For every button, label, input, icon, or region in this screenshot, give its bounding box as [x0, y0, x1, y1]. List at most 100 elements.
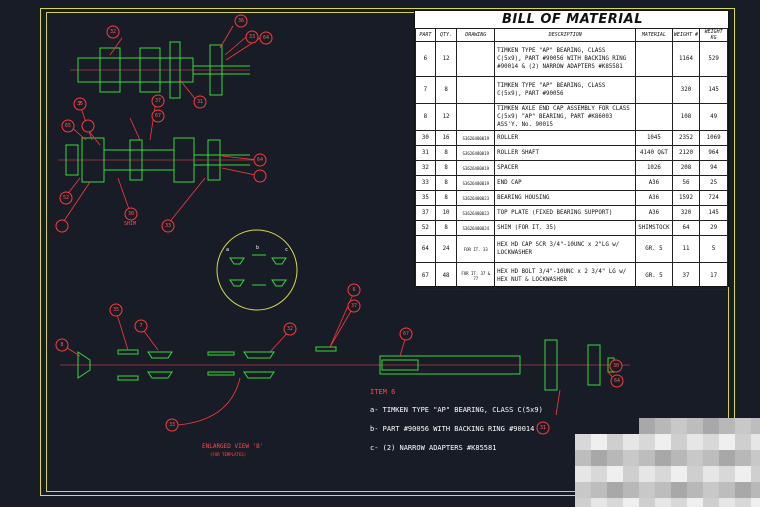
bom-cell-weight: 1164: [671, 41, 701, 77]
callout-number: 64: [262, 35, 270, 41]
callout-number: 64: [256, 157, 264, 163]
bom-cell-weight2: 49: [699, 103, 728, 131]
bom-cell-material: SHIMSTOCK: [635, 220, 673, 236]
bom-cell-weight: 37: [671, 262, 701, 290]
bom-cell-weight2: 1069: [699, 130, 728, 146]
bom-cell-material: [635, 76, 673, 104]
bom-cell-weight: 11: [671, 235, 701, 263]
bom-cell-part: 7: [415, 76, 436, 104]
callout-number: 65: [64, 123, 72, 129]
enlarged-view-subtitle: (FOR TEMPLATES): [210, 452, 247, 457]
callout-number: 30: [127, 211, 135, 217]
bom-cell-description: TIMKEN TYPE "AP" BEARING, CLASS C(5x9), …: [494, 41, 637, 77]
bom-cell-weight: 320: [671, 76, 701, 104]
bom-cell-description: END CAP: [494, 175, 637, 191]
bom-table: PART QTY. DRAWING DESCRIPTION MATERIAL W…: [415, 28, 728, 290]
bom-col-weight-lb: WEIGHT #: [671, 28, 701, 42]
bom-cell-description: SPACER: [494, 160, 637, 176]
bom-cell-weight2: 17: [699, 262, 728, 290]
bom-cell-drawing: S3626480023: [456, 205, 496, 221]
bom-header-row: PART QTY. DRAWING DESCRIPTION MATERIAL W…: [415, 28, 728, 42]
item-6-line-b: b- PART #90056 WITH BACKING RING #90014: [370, 425, 535, 433]
bom-cell-description: TOP PLATE (FIXED BEARING SUPPORT): [494, 205, 637, 221]
bom-cell-part: 8: [415, 103, 436, 131]
bom-cell-material: A36: [635, 175, 673, 191]
exploded-view: [60, 339, 630, 391]
bom-cell-drawing: S3626480019: [456, 145, 496, 161]
bom-cell-weight: 208: [671, 160, 701, 176]
callout-number: 30: [612, 363, 620, 369]
bom-cell-qty: 8: [434, 76, 458, 104]
callout-number: 6: [352, 287, 356, 293]
bom-cell-qty: 8: [434, 190, 458, 206]
bom-cell-material: 4140 Q&T: [635, 145, 673, 161]
bom-cell-weight2: 29: [699, 220, 728, 236]
bom-cell-weight: 2352: [671, 130, 701, 146]
callout-number: 31: [539, 425, 547, 431]
bom-cell-qty: 10: [434, 205, 458, 221]
bom-cell-qty: 48: [434, 262, 458, 290]
bom-cell-drawing: S3626480024: [456, 220, 496, 236]
callout-number: 32: [109, 29, 117, 35]
bom-cell-part: 31: [415, 145, 436, 161]
bom-cell-qty: 8: [434, 145, 458, 161]
bom-cell-qty: 8: [434, 175, 458, 191]
callout-number: 7: [139, 323, 143, 329]
top-shaft-assembly: [70, 41, 250, 99]
bom-cell-weight2: 145: [699, 76, 728, 104]
bom-cell-description: TIMKEN AXLE END CAP ASSEMBLY FOR CLASS C…: [494, 103, 637, 131]
bom-cell-drawing: S3626480023: [456, 190, 496, 206]
callout-number: 8: [60, 342, 64, 348]
bom-cell-description: SHIM (FOR IT. 35): [494, 220, 637, 236]
item-6-line-a: a- TIMKEN TYPE "AP" BEARING, CLASS C(5x9…: [370, 406, 543, 414]
bom-cell-weight: 2120: [671, 145, 701, 161]
enlarged-view-title: ENLARGED VIEW 'B': [202, 443, 264, 450]
callout-number: 33: [248, 34, 256, 40]
detail-a-label: a: [226, 247, 230, 253]
bom-col-qty: QTY.: [434, 28, 458, 42]
bom-cell-drawing: S3626480019: [456, 175, 496, 191]
bom-col-description: DESCRIPTION: [494, 28, 637, 42]
callout-number: 35: [112, 307, 120, 313]
bom-cell-weight2: 145: [699, 205, 728, 221]
callout-number: 7: [78, 101, 82, 107]
drawing-border: [40, 8, 735, 496]
callout-number: 31: [196, 99, 204, 105]
bom-cell-material: A36: [635, 190, 673, 206]
callout-number: 36: [237, 18, 245, 24]
bom-cell-drawing: [456, 76, 496, 104]
bom-cell-description: ROLLER: [494, 130, 637, 146]
bom-cell-weight: 320: [671, 205, 701, 221]
bom-cell-material: GR. 5: [635, 235, 673, 263]
callout-number: 67: [402, 331, 410, 337]
callout-number: 52: [62, 195, 70, 201]
bom-cell-qty: 8: [434, 220, 458, 236]
shim-label: SHIM: [124, 221, 137, 227]
item-6-line-c: c- (2) NARROW ADAPTERS #K85581: [370, 444, 497, 452]
bom-cell-part: 6: [415, 41, 436, 77]
bom-col-part: PART: [415, 28, 436, 42]
bom-cell-part: 30: [415, 130, 436, 146]
bom-cell-description: TIMKEN TYPE "AP" BEARING, CLASS C(5x9), …: [494, 76, 637, 104]
bom-title: BILL OF MATERIAL: [502, 12, 643, 27]
bom-cell-qty: 8: [434, 160, 458, 176]
bom-cell-material: [635, 103, 673, 131]
bom-cell-description: BEARING HOUSING: [494, 190, 637, 206]
bom-cell-part: 33: [415, 175, 436, 191]
bom-cell-weight: 1592: [671, 190, 701, 206]
callout-number: 37: [154, 98, 162, 104]
bom-cell-qty: 24: [434, 235, 458, 263]
bom-cell-part: 35: [415, 190, 436, 206]
bom-cell-description: HEX HD BOLT 3/4"-10UNC x 2 3/4" LG w/ HE…: [494, 262, 637, 290]
